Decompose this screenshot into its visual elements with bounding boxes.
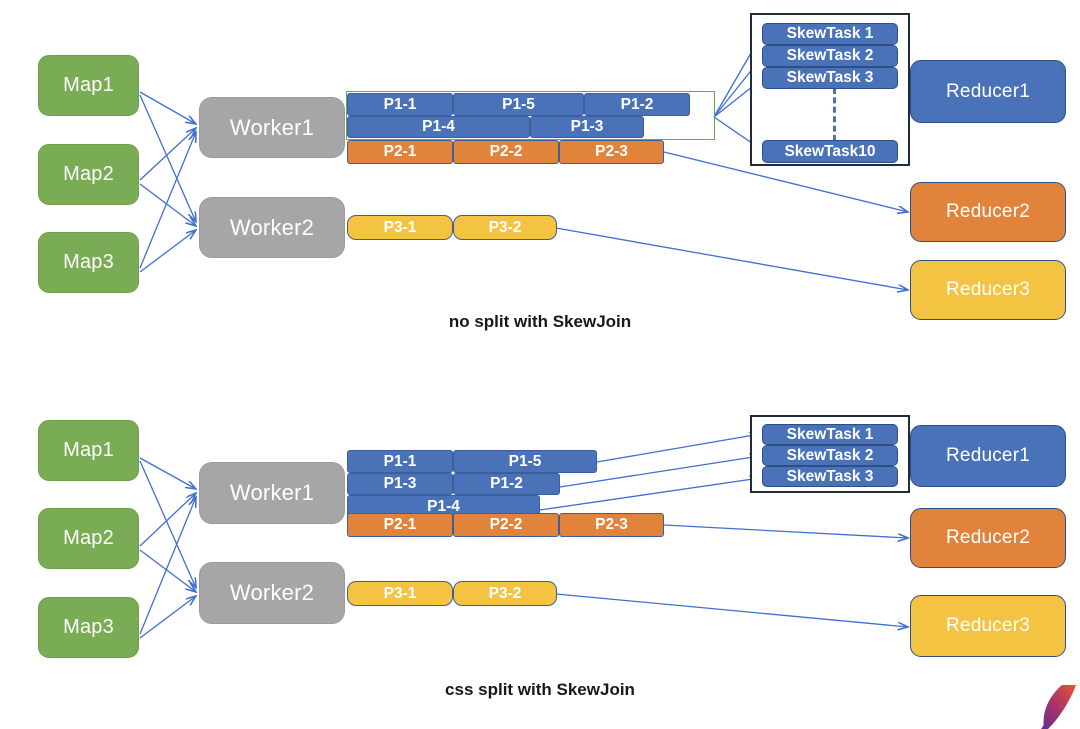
reducer-node-label: Reducer3 (946, 615, 1030, 636)
partition-cell[interactable]: P2-1 (347, 513, 453, 537)
map-node-label: Map3 (63, 251, 114, 273)
partition-cell[interactable]: P1-5 (453, 450, 597, 473)
reducer-node-label: Reducer1 (946, 80, 1030, 102)
partition-cell[interactable]: P1-4 (347, 116, 530, 138)
partition-cell[interactable]: P2-3 (559, 513, 664, 537)
skew-task-item[interactable]: SkewTask 2 (762, 45, 898, 67)
skew-task-item[interactable]: SkewTask 1 (762, 23, 898, 45)
partition-cell[interactable]: P3-2 (453, 215, 557, 240)
map-node-map2[interactable]: Map2 (38, 508, 139, 569)
partition-cell[interactable]: P1-3 (347, 473, 453, 495)
reducer-node-reducer3[interactable]: Reducer3 (910, 595, 1066, 657)
partition-cell[interactable]: P3-2 (453, 581, 557, 606)
skew-task-item[interactable]: SkewTask 2 (762, 445, 898, 466)
map-node-label: Map3 (63, 616, 114, 638)
map-node-map1[interactable]: Map1 (38, 420, 139, 481)
skew-task-item[interactable]: SkewTask 1 (762, 424, 898, 445)
map-node-map3[interactable]: Map3 (38, 232, 139, 293)
partition-cell[interactable]: P2-1 (347, 140, 453, 164)
reducer-node-label: Reducer1 (946, 445, 1030, 466)
worker-node-worker2[interactable]: Worker2 (199, 562, 345, 624)
diagram-caption-bottom: css split with SkewJoin (445, 680, 635, 699)
map-node-label: Map1 (63, 74, 114, 96)
map-node-label: Map1 (63, 439, 114, 461)
worker-node-worker2[interactable]: Worker2 (199, 197, 345, 258)
reducer-node-label: Reducer2 (946, 201, 1030, 222)
map-node-map3[interactable]: Map3 (38, 597, 139, 658)
worker-node-label: Worker1 (229, 114, 315, 140)
reducer-node-reducer1[interactable]: Reducer1 (910, 425, 1066, 487)
map-node-label: Map2 (63, 527, 114, 549)
partition-cell[interactable]: P1-3 (530, 116, 644, 138)
map-node-map1[interactable]: Map1 (38, 55, 139, 116)
worker-node-label: Worker2 (229, 580, 315, 605)
reducer-node-label: Reducer2 (946, 527, 1030, 548)
worker-node-label: Worker2 (229, 214, 315, 240)
partition-cell[interactable]: P1-2 (453, 473, 560, 495)
partition-cell[interactable]: P3-1 (347, 215, 453, 240)
map-node-map2[interactable]: Map2 (38, 144, 139, 205)
partition-cell[interactable]: P3-1 (347, 581, 453, 606)
skew-task-item[interactable]: SkewTask10 (762, 140, 898, 163)
map-node-label: Map2 (63, 163, 114, 185)
reducer-node-reducer1[interactable]: Reducer1 (910, 60, 1066, 123)
worker-node-label: Worker1 (229, 480, 315, 505)
partition-cell[interactable]: P2-2 (453, 140, 559, 164)
partition-cell[interactable]: P2-2 (453, 513, 559, 537)
partition-cell[interactable]: P1-1 (347, 93, 453, 116)
reducer-node-label: Reducer3 (946, 279, 1030, 300)
partition-cell[interactable]: P1-2 (584, 93, 690, 116)
worker-node-worker1[interactable]: Worker1 (199, 462, 345, 524)
partition-cell[interactable]: P2-3 (559, 140, 664, 164)
skew-partition-highlight (346, 91, 715, 140)
apache-feather-logo-icon (984, 685, 1080, 729)
skew-task-ellipsis-line (833, 88, 836, 141)
partition-cell[interactable]: P1-5 (453, 93, 584, 116)
reducer-node-reducer3[interactable]: Reducer3 (910, 260, 1066, 320)
partition-cell[interactable]: P1-1 (347, 450, 453, 473)
skew-task-item[interactable]: SkewTask 3 (762, 466, 898, 487)
worker-node-worker1[interactable]: Worker1 (199, 97, 345, 158)
reducer-node-reducer2[interactable]: Reducer2 (910, 182, 1066, 242)
skew-task-item[interactable]: SkewTask 3 (762, 67, 898, 89)
diagram-caption-top: no split with SkewJoin (448, 312, 632, 331)
reducer-node-reducer2[interactable]: Reducer2 (910, 508, 1066, 568)
